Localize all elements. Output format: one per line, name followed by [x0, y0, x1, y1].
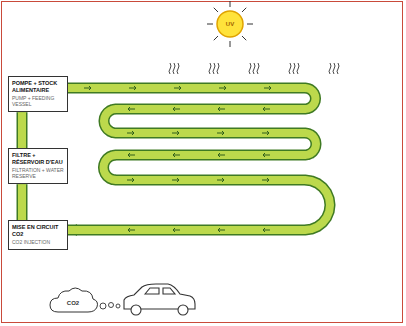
flow-arrow [218, 228, 225, 232]
flow-arrow [263, 228, 270, 232]
flow-arrow [84, 86, 91, 90]
flow-arrow [217, 178, 224, 182]
tube-outline [68, 88, 330, 230]
process-box: POMPE + STOCK ALIMENTAIRE PUMP + FEEDING … [8, 76, 68, 112]
co2-cloud [50, 288, 98, 312]
flow-arrow [262, 178, 269, 182]
flow-arrow [218, 153, 225, 157]
car-icon [124, 284, 195, 315]
flow-arrow [217, 131, 224, 135]
heat-wave [333, 63, 335, 74]
heat-wave [329, 63, 331, 74]
heat-waves [169, 63, 339, 74]
tube-outline [17, 112, 28, 148]
flow-arrow [263, 107, 270, 111]
flow-arrow [173, 153, 180, 157]
flow-arrow [128, 107, 135, 111]
heat-wave [293, 63, 295, 74]
sun-icon [217, 11, 243, 37]
flow-arrow [173, 228, 180, 232]
heat-wave [337, 63, 339, 74]
process-box: MISE EN CIRCUIT CO2CO2 INJECTION [8, 220, 68, 250]
heat-wave [217, 63, 219, 74]
heat-wave [173, 63, 175, 74]
flow-arrow [262, 131, 269, 135]
heat-wave [169, 63, 171, 74]
heat-wave [177, 63, 179, 74]
box-heading: POMPE + STOCK ALIMENTAIRE [12, 80, 64, 93]
tube-outline [17, 184, 28, 220]
box-heading: MISE EN CIRCUIT CO2 [12, 224, 64, 237]
sun-ray [214, 8, 218, 12]
co2-label: CO2 [67, 300, 79, 306]
process-box: FILTRE + RÉSERVOIR D'EAU FILTRATION + WAT… [8, 148, 68, 184]
heat-wave [253, 63, 255, 74]
sun-ray [247, 24, 253, 25]
flow-arrow [128, 228, 135, 232]
tube-connector [22, 184, 23, 220]
sun-ray [230, 1, 231, 7]
box-subtitle: FILTRATION + WATER RESERVE [12, 167, 64, 179]
flow-arrow [173, 107, 180, 111]
flow-arrow [129, 86, 136, 90]
flow-arrow [128, 153, 135, 157]
sun-ray [242, 8, 246, 12]
flow-arrow [219, 86, 226, 90]
sun-ray [207, 24, 213, 25]
sun-ray [214, 36, 218, 40]
tube-connector [22, 112, 23, 148]
flow-arrow [127, 131, 134, 135]
heat-wave [297, 63, 299, 74]
flow-arrow [172, 178, 179, 182]
box-subtitle: PUMP + FEEDING VESSEL [12, 95, 64, 107]
heat-wave [257, 63, 259, 74]
flow-arrow [263, 153, 270, 157]
heat-wave [213, 63, 215, 74]
heat-wave [249, 63, 251, 74]
tube-fill [18, 112, 26, 148]
tube-connector [68, 88, 330, 230]
sun-ray [242, 36, 246, 40]
sun-rays [207, 1, 253, 47]
flow-arrow [218, 107, 225, 111]
tube-fill [68, 88, 330, 230]
heat-wave [209, 63, 211, 74]
sun-ray [230, 41, 231, 47]
tube-fill [18, 184, 26, 220]
box-heading: FILTRE + RÉSERVOIR D'EAU [12, 152, 64, 165]
flow-arrow [174, 86, 181, 90]
flow-arrow [127, 178, 134, 182]
smoke-puff [100, 303, 106, 309]
uv-label: UV [226, 21, 234, 27]
heat-wave [289, 63, 291, 74]
flow-arrow [172, 131, 179, 135]
smoke-puff [116, 304, 120, 308]
flow-arrow [264, 86, 271, 90]
smoke-puff [109, 303, 114, 308]
box-subtitle: CO2 INJECTION [12, 239, 64, 245]
